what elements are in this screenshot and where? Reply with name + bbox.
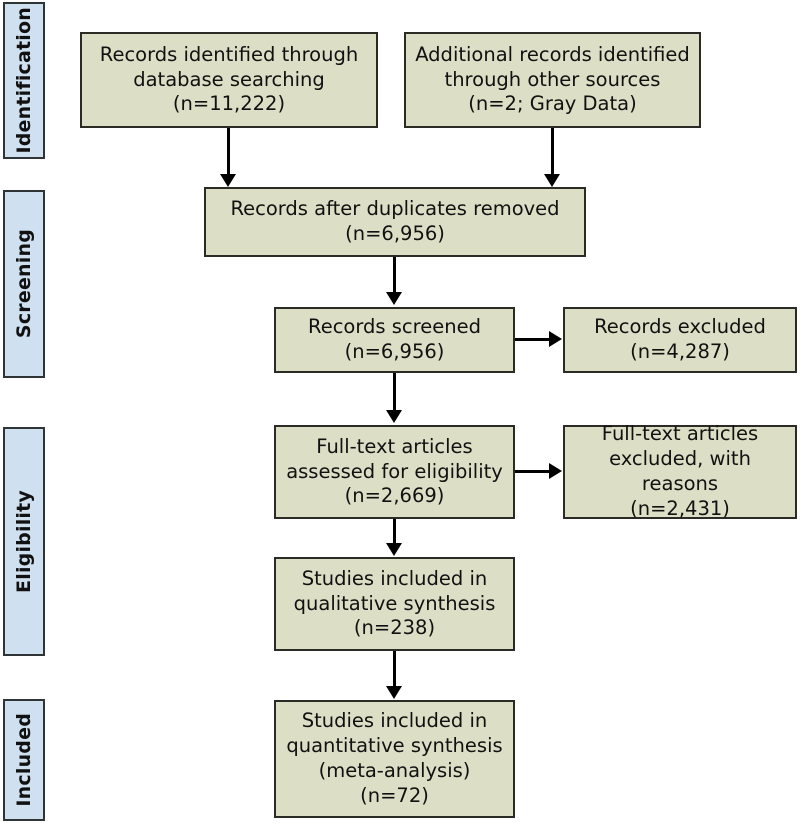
node-text: Records excluded (n=4,287) <box>594 315 766 363</box>
node-studies-quantitative: Studies included in quantitative synthes… <box>274 700 515 818</box>
node-text: Studies included in qualitative synthesi… <box>293 566 496 640</box>
edge-duplicates-to-screened-arrow <box>386 292 402 305</box>
node-records-after-duplicates: Records after duplicates removed (n=6,95… <box>204 187 586 257</box>
edge-database-to-duplicates-arrow <box>220 174 236 187</box>
edge-fulltext-to-excluded-line <box>515 470 551 473</box>
node-fulltext-assessed: Full-text articles assessed for eligibil… <box>274 425 515 519</box>
edge-screened-to-fulltext-arrow <box>386 410 402 423</box>
node-text: Studies included in quantitative synthes… <box>286 709 503 807</box>
node-text: Records identified through database sear… <box>99 42 359 116</box>
node-records-excluded: Records excluded (n=4,287) <box>563 307 797 373</box>
node-records-screened: Records screened (n=6,956) <box>274 307 515 373</box>
node-text: Full-text articles excluded, with reason… <box>601 422 759 520</box>
edge-qualitative-to-quantitative-line <box>393 651 396 688</box>
edge-database-to-duplicates-line <box>227 128 230 176</box>
edge-screened-to-fulltext-line <box>393 373 396 412</box>
stage-label-text: Screening <box>13 229 35 339</box>
edge-screened-to-excluded-line <box>515 338 551 341</box>
node-fulltext-excluded: Full-text articles excluded, with reason… <box>563 422 797 520</box>
edge-other-to-duplicates-line <box>551 128 554 176</box>
edge-screened-to-excluded-arrow <box>549 331 562 347</box>
node-text: Additional records identified through ot… <box>415 42 690 116</box>
node-studies-qualitative: Studies included in qualitative synthesi… <box>274 557 515 651</box>
node-text: Records screened (n=6,956) <box>308 315 481 363</box>
stage-label-text: Included <box>13 713 35 807</box>
edge-qualitative-to-quantitative-arrow <box>386 686 402 699</box>
edge-fulltext-to-excluded-arrow <box>549 463 562 479</box>
node-text: Records after duplicates removed (n=6,95… <box>230 197 560 245</box>
edge-other-to-duplicates-arrow <box>544 174 560 187</box>
stage-label-eligibility: Eligibility <box>3 427 45 656</box>
stage-label-identification: Identification <box>3 2 45 159</box>
edge-duplicates-to-screened-line <box>393 257 396 294</box>
stage-label-included: Included <box>3 699 45 821</box>
node-text: Full-text articles assessed for eligibil… <box>286 434 503 508</box>
edge-fulltext-to-qualitative-arrow <box>386 543 402 556</box>
stage-label-text: Identification <box>13 7 35 154</box>
stage-label-screening: Screening <box>3 190 45 378</box>
node-records-identified-database: Records identified through database sear… <box>80 32 378 128</box>
node-records-identified-other: Additional records identified through ot… <box>404 32 701 128</box>
stage-label-text: Eligibility <box>13 490 35 593</box>
edge-fulltext-to-qualitative-line <box>393 519 396 546</box>
